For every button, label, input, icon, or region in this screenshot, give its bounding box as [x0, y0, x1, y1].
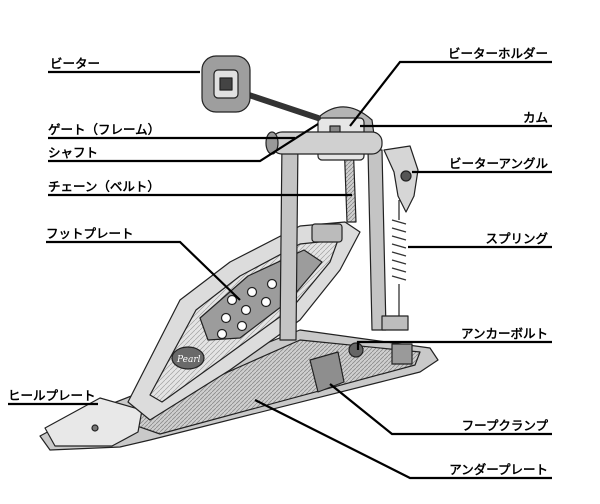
leader-anchor-bolt — [356, 340, 552, 350]
heel-plate-shape — [44, 397, 143, 447]
label-beater: ビーター — [50, 56, 100, 71]
frame-post-right — [367, 149, 387, 331]
heel-screw — [91, 424, 99, 432]
label-under-plate: アンダープレート — [449, 462, 548, 477]
label-chain-belt: チェーン（ベルト） — [48, 179, 160, 194]
part-labels: ビーター ゲート（フレーム） シャフト チェーン（ベルト） フットプレート ヒー… — [8, 46, 548, 477]
leader-hoop-clamp — [329, 383, 552, 436]
label-shaft: シャフト — [48, 145, 98, 160]
label-cam: カム — [523, 110, 549, 125]
logo-badge — [171, 346, 205, 370]
label-beater-holder: ビーターホルダー — [448, 46, 548, 61]
beater-angle-shape — [383, 145, 419, 213]
leader-lines — [8, 60, 552, 480]
spring-shape — [391, 200, 407, 330]
label-hoop-clamp: フープクランプ — [462, 418, 549, 433]
label-heelplate: ヒールプレート — [8, 388, 96, 403]
label-anchor-bolt: アンカーボルト — [461, 326, 548, 341]
hoop-clamp-shape — [309, 351, 345, 393]
leader-footplate — [46, 240, 241, 301]
leader-beater-holder — [349, 60, 552, 127]
leader-shaft — [48, 123, 319, 163]
under-plate-shape — [119, 339, 421, 435]
leader-under-plate — [254, 399, 552, 480]
label-gate-frame: ゲート（フレーム） — [48, 122, 160, 137]
pedal-illustration: Pearl — [39, 55, 439, 451]
footboard-holes — [216, 278, 278, 340]
label-spring: スプリング — [485, 231, 548, 246]
logo-text: Pearl — [176, 355, 201, 365]
label-beater-angle: ビーターアングル — [449, 156, 549, 171]
toe-clamp — [311, 223, 343, 243]
label-footplate: フットプレート — [46, 226, 134, 241]
frame-post-left — [279, 139, 299, 341]
anchor-bolt-shape — [348, 342, 364, 358]
